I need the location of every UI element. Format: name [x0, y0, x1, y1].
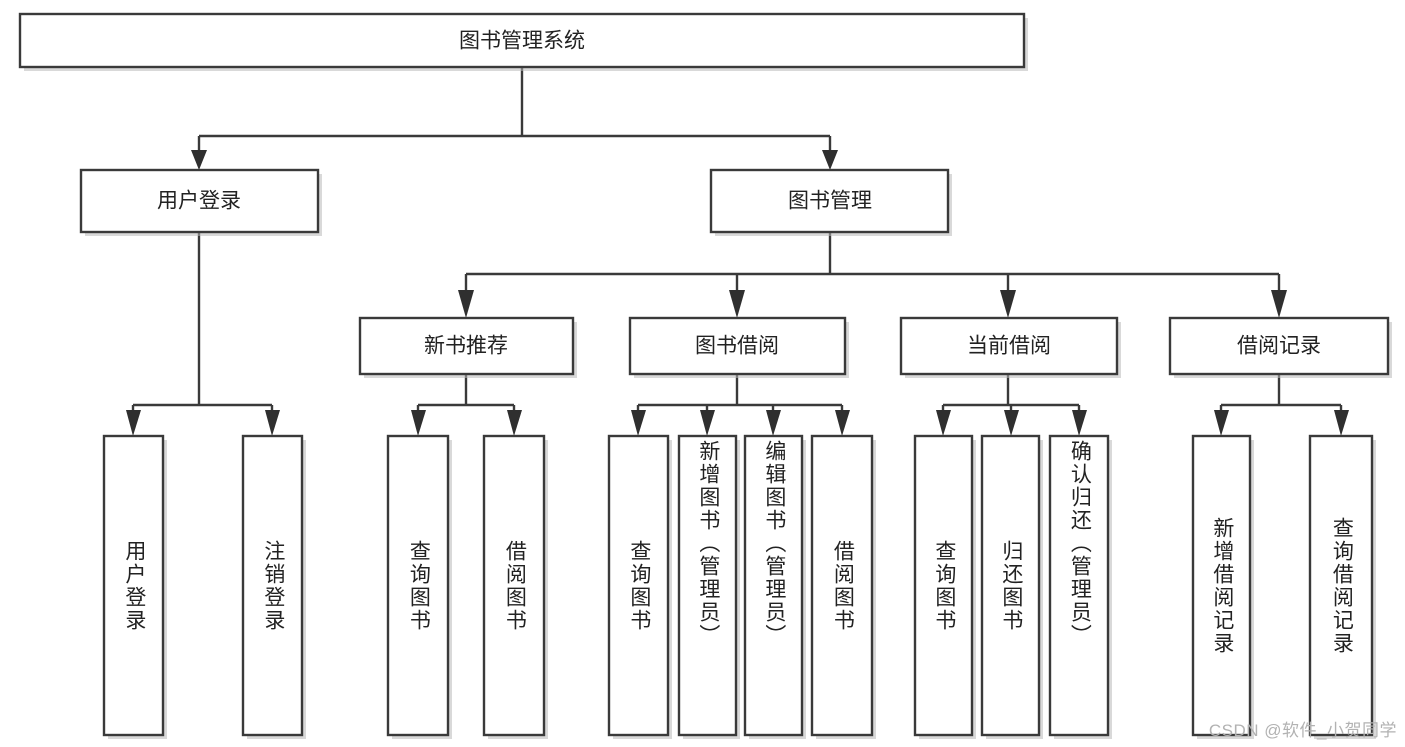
arrowhead-leaf-query-book-2: [631, 410, 646, 436]
arrowhead-borrow-record: [1271, 290, 1287, 318]
node-leaf-return-book[interactable]: [980, 434, 1041, 737]
node-borrow-record[interactable]: [1168, 316, 1390, 376]
node-leaf-borrow-book-2[interactable]: [810, 434, 874, 737]
arrowhead-book-manage: [822, 150, 838, 170]
node-leaf-query-record[interactable]: [1308, 434, 1374, 737]
node-user-login-label: 用户登录: [157, 190, 241, 213]
node-leaf-borrow-book-1[interactable]: [482, 434, 546, 737]
node-leaf-add-record[interactable]: [1191, 434, 1252, 737]
node-book-manage[interactable]: [709, 168, 950, 234]
node-new-book-rec[interactable]: [358, 316, 575, 376]
arrowhead-leaf-user-login: [126, 410, 141, 436]
node-current-borrow-label: 当前借阅: [967, 335, 1051, 358]
node-leaf-user-login[interactable]: [102, 434, 165, 737]
arrowhead-leaf-logout: [265, 410, 280, 436]
arrowhead-leaf-edit-book: [766, 410, 781, 436]
node-user-login[interactable]: [79, 168, 320, 234]
node-leaf-logout[interactable]: [241, 434, 304, 737]
node-new-book-rec-label: 新书推荐: [424, 335, 508, 358]
node-leaf-query-book-2[interactable]: [607, 434, 670, 737]
node-leaf-query-book-1[interactable]: [386, 434, 450, 737]
arrowhead-leaf-query-book-1: [411, 410, 426, 436]
node-leaf-add-book[interactable]: [677, 434, 738, 737]
node-borrow-record-label: 借阅记录: [1237, 335, 1321, 358]
node-root[interactable]: [18, 12, 1026, 69]
arrowhead-book-borrow: [729, 290, 745, 318]
arrowhead-leaf-add-book: [700, 410, 715, 436]
csdn-watermark: CSDN @软件_小贺同学: [1208, 721, 1397, 740]
arrowhead-leaf-query-record: [1334, 410, 1349, 436]
node-book-manage-label: 图书管理: [788, 190, 872, 213]
arrowhead-user-login: [191, 150, 207, 170]
arrowhead-leaf-borrow-book-2: [835, 410, 850, 436]
node-current-borrow[interactable]: [899, 316, 1119, 376]
arrowhead-leaf-query-book-3: [936, 410, 951, 436]
arrowhead-leaf-confirm-return: [1072, 410, 1087, 436]
node-book-borrow-label: 图书借阅: [695, 335, 779, 358]
arrowhead-leaf-add-record: [1214, 410, 1229, 436]
arrowhead-current-borrow: [1000, 290, 1016, 318]
node-leaf-confirm-return[interactable]: [1048, 434, 1110, 737]
arrowhead-leaf-borrow-book-1: [507, 410, 522, 436]
nodes-layer: 图书管理系统 用户登录 图书管理 新书推荐 图书借阅 当前借阅 借阅记录: [18, 12, 1392, 739]
node-root-label: 图书管理系统: [459, 30, 585, 53]
edges-layer: [126, 67, 1349, 436]
node-leaf-query-book-3[interactable]: [913, 434, 974, 737]
node-leaf-edit-book[interactable]: [743, 434, 804, 737]
arrowhead-new-book-rec: [458, 290, 474, 318]
node-book-borrow[interactable]: [628, 316, 847, 376]
arrowhead-leaf-return-book: [1004, 410, 1019, 436]
